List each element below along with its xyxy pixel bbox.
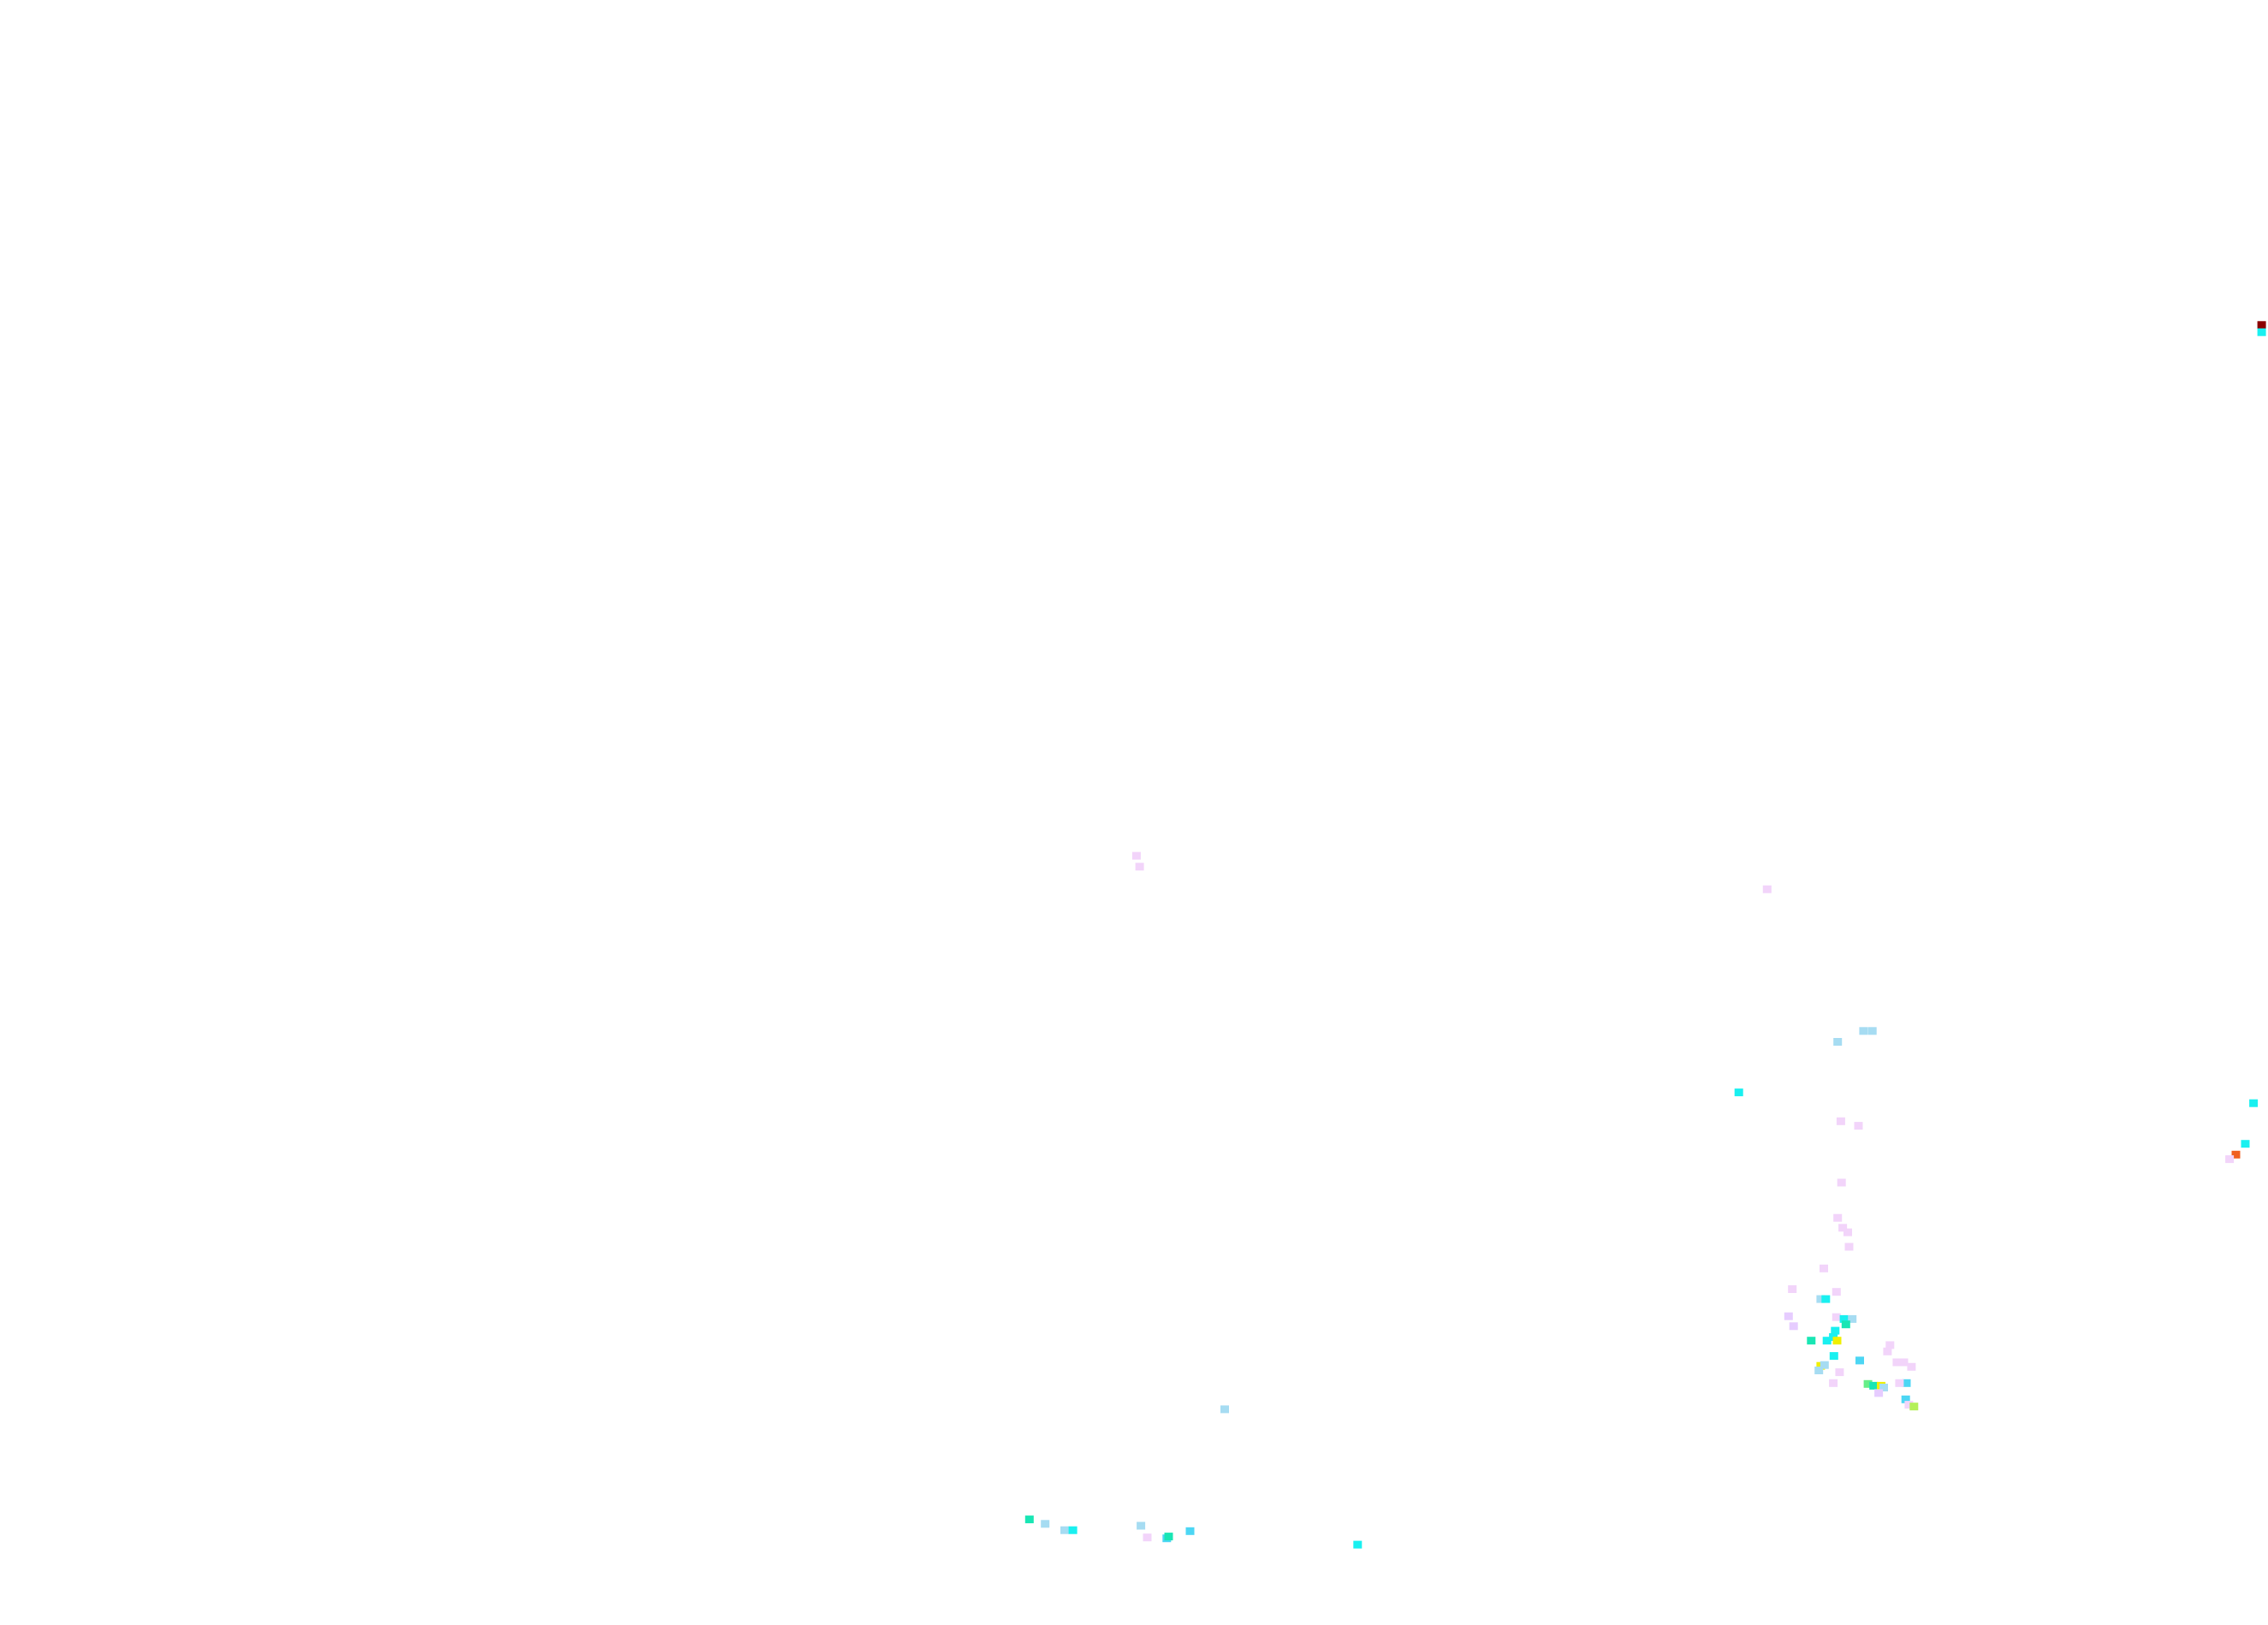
pixel-cell [1833, 1213, 1843, 1222]
pixel-cell [2225, 1155, 2235, 1164]
pixel-cell [1833, 1038, 1843, 1046]
pixel-cell [1885, 1341, 1895, 1349]
pixel-cell [1869, 1381, 1879, 1390]
pixel-cell [1902, 1379, 1911, 1387]
pixel-cell [1353, 1540, 1363, 1549]
pixel-cell [1734, 1088, 1743, 1097]
pixel-cell [1829, 1352, 1838, 1361]
pixel-cell [1901, 1395, 1910, 1403]
pixel-cell [2257, 321, 2266, 329]
pixel-cell [1867, 1027, 1877, 1035]
pixel-cell [1220, 1405, 1229, 1414]
pixel-cell [1820, 1264, 1828, 1272]
pixel-cell [1807, 1337, 1816, 1345]
pixel-cell [1832, 1288, 1841, 1296]
pixel-cell [1135, 863, 1144, 871]
pixel-cell [1848, 1314, 1857, 1323]
pixel-cell [1907, 1362, 1916, 1371]
pixel-cell [1843, 1228, 1852, 1237]
pixel-cell [1041, 1520, 1050, 1528]
pixel-cell [1904, 1401, 1914, 1409]
pixel-cell [2231, 1150, 2241, 1159]
pixel-cell [1820, 1361, 1829, 1369]
pixel-cell [1859, 1027, 1868, 1035]
pixel-cell [1185, 1527, 1195, 1535]
pixel-cell [1060, 1526, 1069, 1534]
pixel-cells-layer [1024, 321, 2266, 1549]
pixel-cell [1855, 1356, 1864, 1365]
pixel-cell [1137, 1521, 1146, 1530]
pixel-cell [1844, 1242, 1854, 1251]
pixel-cell [1789, 1322, 1798, 1331]
pixel-cell [1909, 1403, 1919, 1411]
pixel-cell [1854, 1122, 1863, 1130]
pixel-cell [1835, 1368, 1844, 1377]
pixel-cell [1883, 1347, 1892, 1355]
pixel-cell [1131, 851, 1141, 860]
pixel-cell [1143, 1533, 1152, 1542]
pixel-cell [1831, 1326, 1840, 1335]
pixel-cell [1829, 1379, 1838, 1387]
pixel-cell [1874, 1389, 1884, 1397]
pixel-cell [1822, 1337, 1832, 1345]
pixel-cell [1816, 1295, 1826, 1303]
pixel-cell [1024, 1515, 1034, 1524]
pixel-cell [1068, 1526, 1078, 1534]
pixel-cell [1821, 1295, 1831, 1303]
pixel-cell [1762, 885, 1772, 893]
pixel-cell [2249, 1099, 2259, 1107]
pixel-cell [1832, 1313, 1841, 1321]
pixel-cell [1784, 1312, 1793, 1320]
pixel-cell [1892, 1358, 1902, 1367]
pixel-cell [2257, 328, 2266, 336]
pixel-cell [1899, 1358, 1909, 1367]
pixel-cell [1832, 1337, 1842, 1345]
pixel-cell [1895, 1379, 1904, 1387]
pixel-cell [1836, 1117, 1845, 1125]
pixel-cell [1839, 1314, 1849, 1323]
pixel-cell [1164, 1533, 1173, 1541]
pixel-cell [1863, 1379, 1873, 1388]
pixel-cell [1788, 1285, 1797, 1293]
pixel-cell [1841, 1320, 1850, 1329]
pixel-cell [1838, 1224, 1848, 1232]
pixel-cell [1879, 1384, 1888, 1391]
pixel-cell [2241, 1140, 2250, 1148]
pixel-cell [1814, 1367, 1824, 1374]
pixel-cell [1837, 1178, 1846, 1187]
